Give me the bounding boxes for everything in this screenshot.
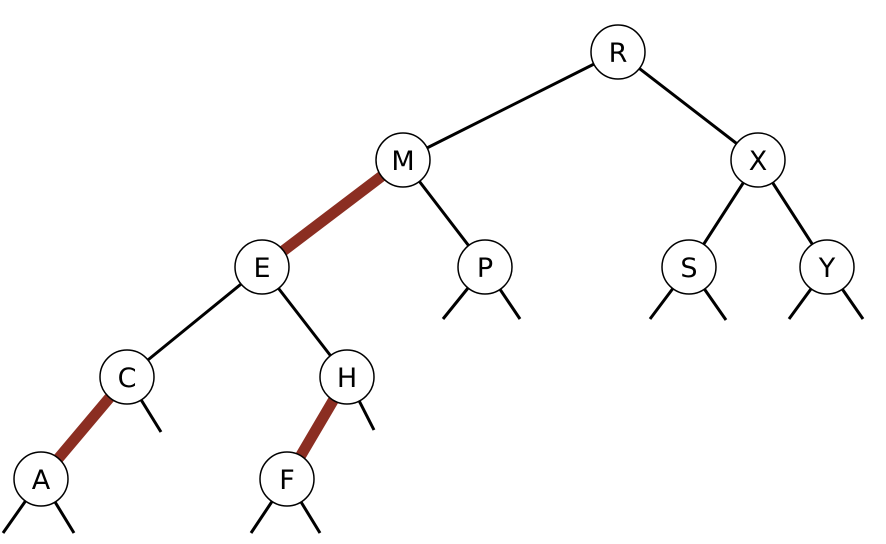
node-circle (799, 239, 855, 295)
red-link-M-E (258, 155, 407, 272)
node-label: F (279, 465, 295, 496)
node-circle (234, 239, 290, 295)
tree-node-H: H (319, 349, 375, 405)
node-circle (259, 451, 315, 507)
node-circle (730, 132, 786, 188)
black-link-R-X (617, 50, 759, 162)
node-label: H (337, 363, 357, 394)
node-circle (319, 349, 375, 405)
tree-node-M: M (375, 132, 431, 188)
node-circle (457, 239, 513, 295)
tree-node-E: E (234, 239, 290, 295)
tree-node-S: S (661, 239, 717, 295)
node-label: P (477, 253, 493, 284)
tree-node-X: X (730, 132, 786, 188)
node-circle (590, 24, 646, 80)
node-label: E (253, 253, 270, 284)
tree-node-C: C (99, 349, 155, 405)
tree-node-R: R (590, 24, 646, 80)
node-label: X (749, 146, 768, 177)
node-label: S (680, 253, 697, 284)
node-label: Y (818, 253, 836, 284)
node-circle (13, 451, 69, 507)
tree-node-Y: Y (799, 239, 855, 295)
node-circle (375, 132, 431, 188)
tree-node-A: A (13, 451, 69, 507)
tree-node-P: P (457, 239, 513, 295)
node-label: A (32, 465, 51, 496)
node-label: C (118, 363, 137, 394)
black-link-R-M (402, 50, 619, 162)
black-link-E-C (126, 265, 263, 379)
node-circle (99, 349, 155, 405)
node-label: R (609, 38, 628, 69)
tree-node-F: F (259, 451, 315, 507)
node-circle (661, 239, 717, 295)
node-label: M (391, 146, 414, 177)
